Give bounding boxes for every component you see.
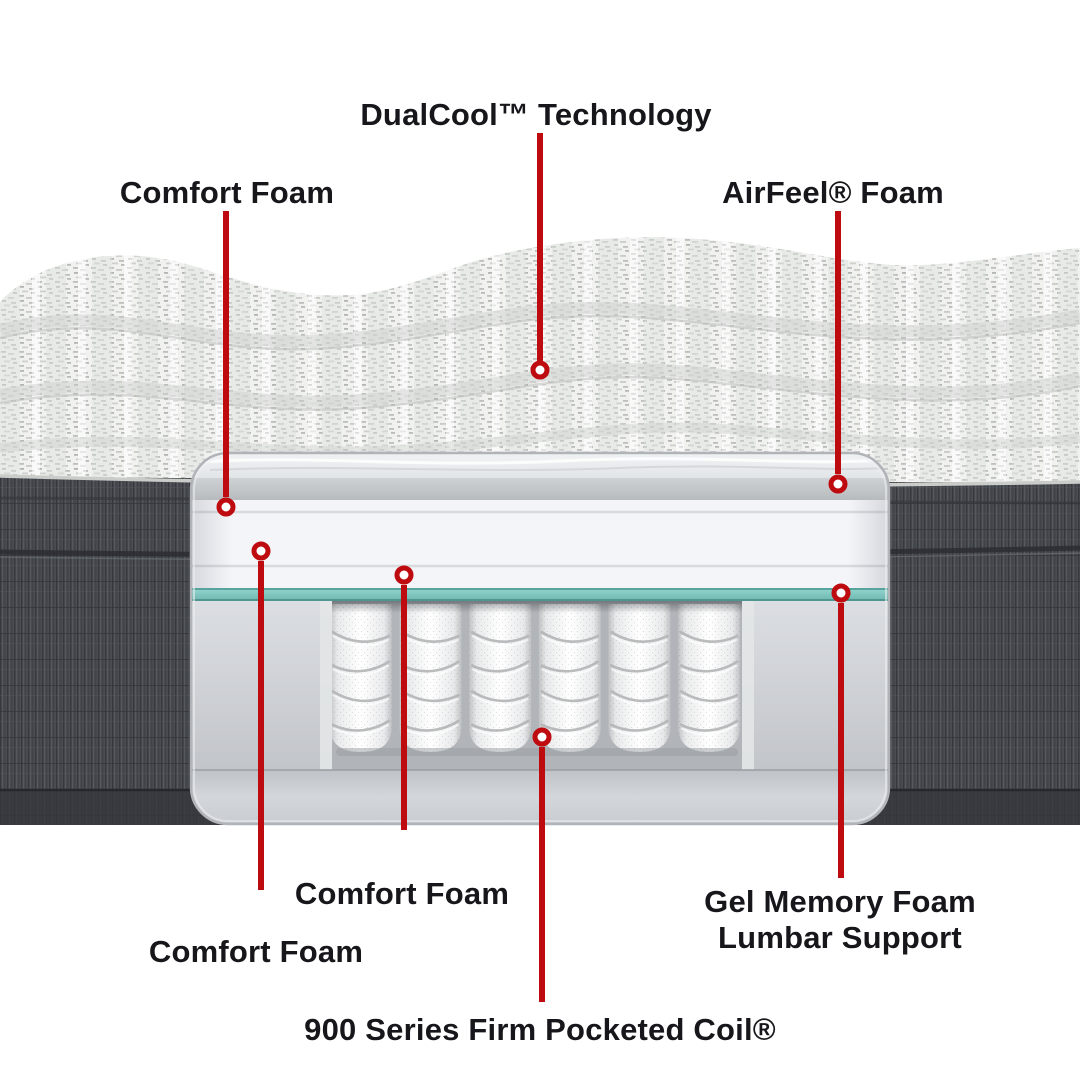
callout-label-line: Comfort Foam (148, 934, 364, 969)
tuft-row (0, 302, 1080, 348)
dualcool-technology-label: DualCool™ Technology (360, 97, 711, 133)
comfort-foam-top-label: Comfort Foam (120, 175, 334, 211)
comfort-foam-middle-pointer-ring (394, 565, 414, 585)
tuft-row (0, 363, 1080, 408)
900-series-firm-pocketed-coil-pointer-ring (532, 727, 552, 747)
callout-label-line: Comfort Foam (119, 175, 335, 210)
layer-gray-band (190, 478, 890, 500)
comfort-foam-top-pointer-ring (216, 497, 236, 517)
layer-gel-teal (190, 588, 890, 601)
dualcool-technology-pointer-ring (530, 360, 550, 380)
right-foam-rail (742, 601, 890, 770)
gel-memory-foam-lumbar-support-pointer-ring (831, 583, 851, 603)
callout-label-line: Comfort Foam (294, 876, 510, 911)
pocketed-coil (469, 604, 532, 752)
airfeel-foam-pointer-ring (828, 474, 848, 494)
comfort-foam-middle-label: Comfort Foam (295, 876, 509, 912)
pocketed-coil (399, 604, 462, 752)
comfort-foam-lower-pointer-ring (251, 541, 271, 561)
tuft-row (0, 422, 1080, 457)
pocketed-coil (329, 604, 392, 752)
pocketed-coils (329, 604, 741, 752)
callout-label-line: Gel Memory Foam (704, 884, 976, 919)
pocketed-coil (608, 604, 671, 752)
cutaway-panel (189, 451, 891, 826)
comfort-foam-lower-label: Comfort Foam (149, 934, 363, 970)
callout-label-line: DualCool™ Technology (360, 97, 712, 132)
callout-label-line: 900 Series Firm Pocketed Coil® (304, 1012, 776, 1047)
pocketed-coil (678, 604, 741, 752)
callout-pointers (216, 133, 851, 1002)
900-series-firm-pocketed-coil-label: 900 Series Firm Pocketed Coil® (304, 1012, 776, 1048)
callout-label-line: AirFeel® Foam (722, 175, 944, 210)
airfeel-foam-label: AirFeel® Foam (722, 175, 944, 211)
pocketed-coil (538, 604, 601, 752)
callout-label-line: Lumbar Support (718, 920, 962, 955)
